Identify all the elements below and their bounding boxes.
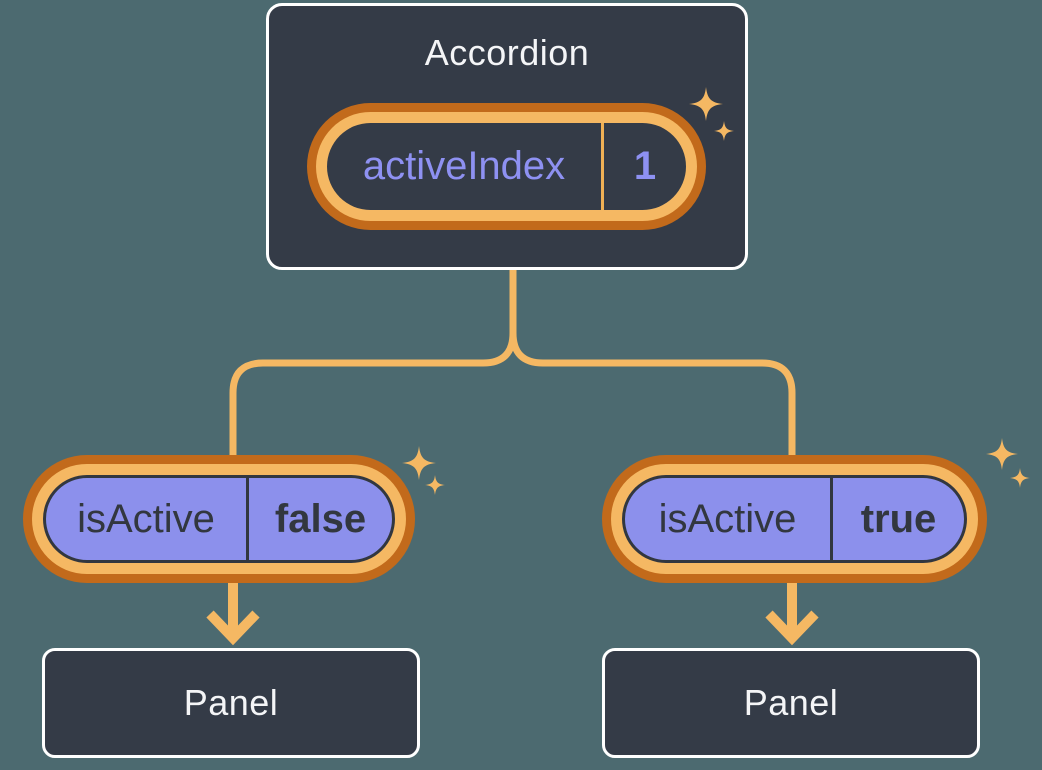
prop-pill-right-core: isActive true	[622, 475, 967, 563]
is-active-prop-pill-right: isActive true	[602, 455, 987, 583]
prop-pill-right-ring: isActive true	[611, 464, 978, 574]
accordion-title: Accordion	[424, 32, 590, 73]
arrow-head-right-icon	[765, 610, 819, 646]
prop-pill-right-divider	[830, 478, 833, 560]
panel-title-left: Panel	[183, 682, 279, 723]
sparkle-icon	[1010, 468, 1030, 488]
prop-pill-left-core: isActive false	[43, 475, 395, 563]
prop-pill-left-ring: isActive false	[32, 464, 406, 574]
state-value: 1	[633, 144, 657, 188]
sparkle-icon	[425, 475, 445, 495]
state-pill-divider	[601, 123, 604, 210]
state-pill-core: activeIndex 1	[327, 123, 686, 210]
connector-branch-left	[229, 266, 517, 459]
sparkle-icon	[986, 438, 1018, 470]
prop-pill-left-divider	[246, 478, 249, 560]
active-index-state-pill: activeIndex 1	[307, 103, 706, 230]
prop-label-right: isActive	[658, 496, 797, 541]
arrow-head-left-icon	[206, 610, 260, 646]
prop-value-right: true	[860, 496, 937, 541]
panel-box-left: Panel	[42, 648, 420, 758]
state-pill-ring: activeIndex 1	[316, 112, 697, 221]
prop-value-left: false	[274, 496, 367, 541]
sparkle-icon	[402, 446, 436, 480]
connector-branch-right	[509, 332, 796, 459]
state-label: activeIndex	[362, 144, 566, 188]
panel-title-right: Panel	[743, 682, 839, 723]
is-active-prop-pill-left: isActive false	[23, 455, 415, 583]
panel-box-right: Panel	[602, 648, 980, 758]
prop-label-left: isActive	[77, 496, 215, 541]
